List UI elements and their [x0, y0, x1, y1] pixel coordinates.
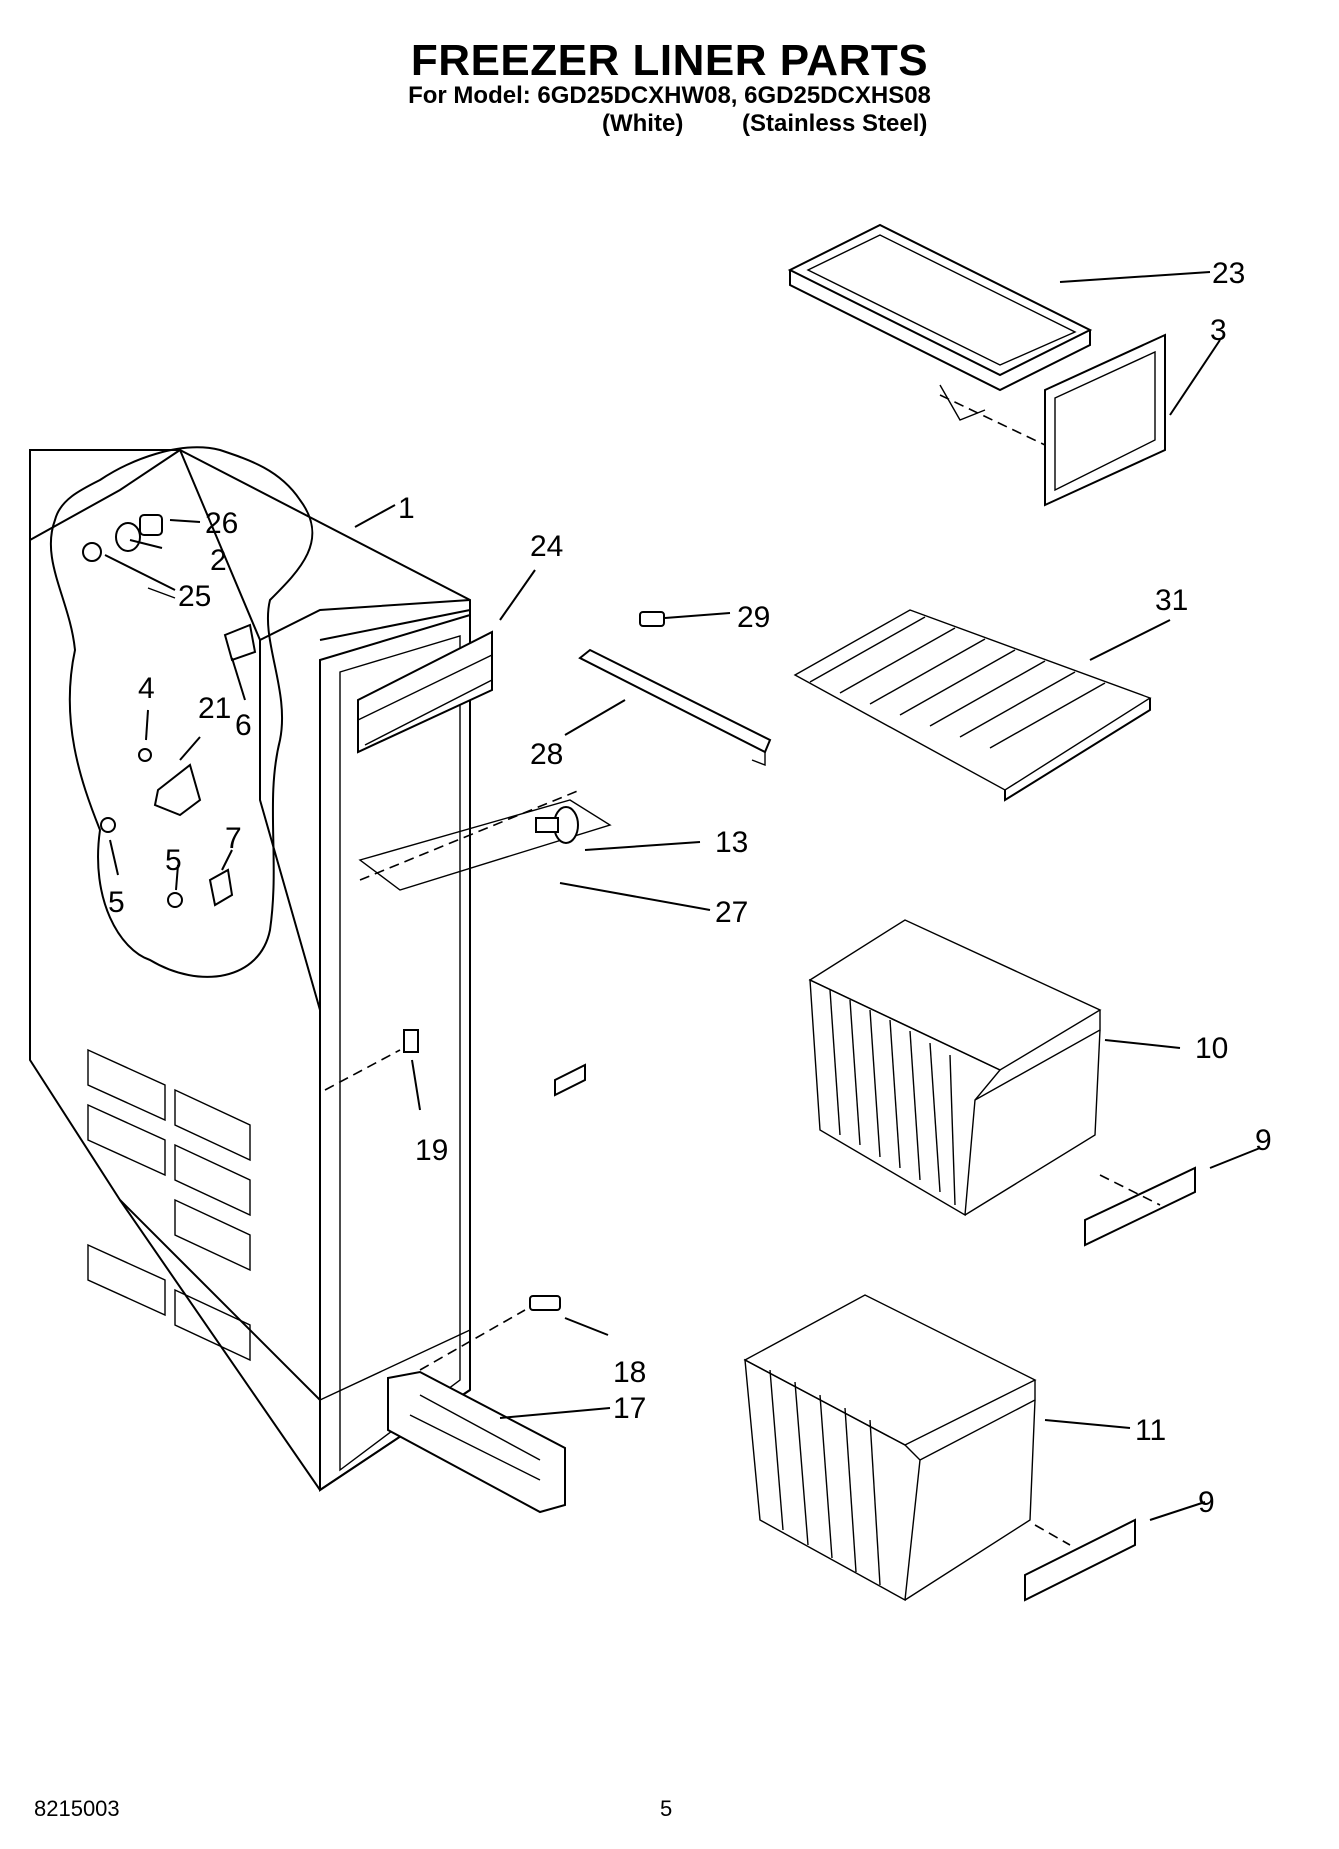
lower-cover: [387, 1295, 566, 1514]
callout-1: 1: [398, 492, 415, 525]
page-number: 5: [660, 1796, 673, 1821]
callout-10: 10: [1195, 1032, 1228, 1065]
callout-24: 24: [530, 530, 563, 563]
callout-3: 3: [1210, 314, 1227, 347]
callout-26: 26: [205, 507, 238, 540]
callout-5-right: 5: [165, 844, 182, 877]
thermostat-parts: [82, 514, 419, 1053]
callout-11: 11: [1135, 1414, 1166, 1447]
callout-7: 7: [225, 822, 242, 855]
callout-27: 27: [715, 896, 748, 929]
document-number: 8215003: [34, 1796, 120, 1821]
lower-basket: [743, 1294, 1136, 1602]
page-title: FREEZER LINER PARTS: [410, 36, 929, 85]
callout-13: 13: [715, 826, 748, 859]
upper-basket: [808, 919, 1196, 1247]
callout-9-upper: 9: [1255, 1124, 1272, 1157]
callout-23: 23: [1212, 257, 1245, 290]
callout-labels: 23 3 1 24 29 31 28 13 27 10 9 11 9 18 17…: [108, 257, 1272, 1519]
callout-25: 25: [178, 580, 211, 613]
glass-shelf: [787, 223, 1166, 507]
leader-lines: [104, 271, 1261, 1521]
cam-and-screw: [535, 806, 579, 844]
shelf-support-bracket: [554, 611, 772, 1097]
callout-17: 17: [613, 1392, 646, 1425]
callout-6: 6: [235, 709, 252, 742]
callout-2: 2: [210, 544, 227, 577]
variant-white: (White): [602, 110, 684, 137]
callout-19: 19: [415, 1134, 448, 1167]
variant-stainless: (Stainless Steel): [742, 110, 928, 137]
callout-31: 31: [1155, 584, 1188, 617]
callout-28: 28: [530, 738, 563, 771]
wire-shelf: [793, 609, 1152, 802]
callout-21: 21: [198, 692, 231, 725]
model-line: For Model: 6GD25DCXHW08, 6GD25DCXHS08: [408, 82, 931, 109]
callout-18: 18: [613, 1356, 646, 1389]
callout-4: 4: [138, 672, 155, 705]
callout-5-left: 5: [108, 886, 125, 919]
callout-9-lower: 9: [1198, 1486, 1215, 1519]
callout-29: 29: [737, 601, 770, 634]
freezer-liner-cabinet: [29, 446, 612, 1492]
